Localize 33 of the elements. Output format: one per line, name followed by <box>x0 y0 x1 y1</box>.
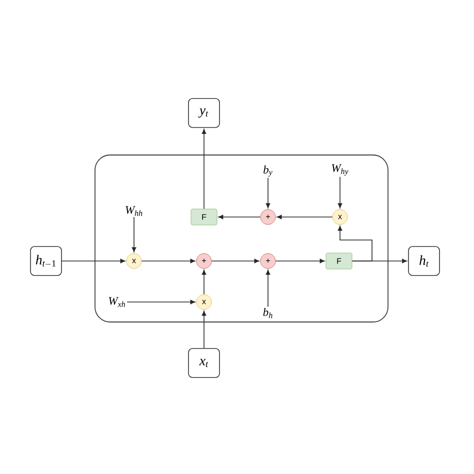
arrow <box>338 176 342 208</box>
arrow <box>218 214 261 220</box>
arrow <box>126 300 196 304</box>
variable-box: $y_t$ <box>188 98 220 128</box>
arrow <box>266 177 270 208</box>
parameter-label: $b_h$ <box>263 308 272 318</box>
parameter-label: $W_{hh}$ <box>126 206 142 216</box>
arrow <box>132 216 136 252</box>
arrow <box>275 258 325 264</box>
arrow <box>62 258 126 264</box>
add-node: + <box>196 253 212 269</box>
multiply-node: x <box>196 294 212 310</box>
arrow <box>338 226 372 262</box>
variable-box: $x_t$ <box>188 348 220 378</box>
variable-box: $h_t$ <box>408 246 440 276</box>
arrow <box>202 310 206 348</box>
arrow <box>141 258 196 264</box>
arrow <box>266 270 270 308</box>
parameter-label: $W_{xh}$ <box>108 297 126 307</box>
activation-box: F <box>190 208 218 226</box>
add-node: + <box>260 253 276 269</box>
parameter-label: $b_y$ <box>264 165 272 177</box>
arrow <box>276 214 333 220</box>
cell-box <box>94 154 388 322</box>
add-node: + <box>260 209 276 225</box>
activation-box: F <box>326 252 352 270</box>
arrow <box>211 258 260 264</box>
arrow <box>202 129 206 210</box>
multiply-node: x <box>126 253 142 269</box>
multiply-node: x <box>332 209 348 225</box>
variable-box: $h_{t-1}$ <box>30 246 62 276</box>
arrow <box>202 270 206 295</box>
parameter-label: $W_{hy}$ <box>332 164 348 176</box>
